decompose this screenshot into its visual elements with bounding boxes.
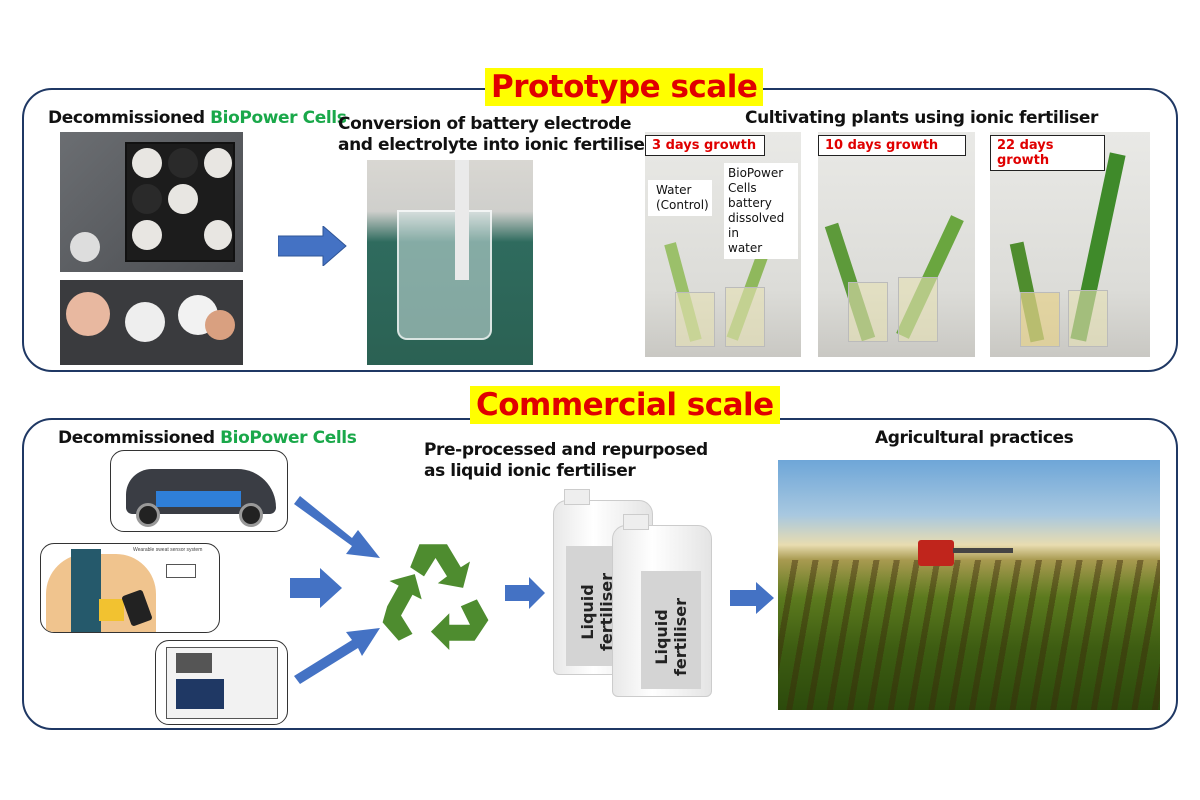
commercial-decommissioned-label: Decommissioned BioPower Cells <box>58 428 357 449</box>
label-highlight: BioPower Cells <box>220 428 357 448</box>
control-note: Water (Control) <box>648 180 712 216</box>
conversion-line2: and electrolyte into ionic fertiliser <box>338 135 653 155</box>
cultivating-label: Cultivating plants using ionic fertilise… <box>745 108 1099 128</box>
growth-tag-3-days: 3 days growth <box>645 135 765 156</box>
biopower-cells-board-photo <box>60 132 243 272</box>
prototype-title: Prototype scale <box>485 68 764 106</box>
recycle-arrows-svg <box>290 496 380 684</box>
commercial-title: Commercial scale <box>470 386 780 424</box>
beaker-photo <box>367 160 533 365</box>
agricultural-label: Agricultural practices <box>875 428 1074 448</box>
prototype-decommissioned-label: Decommissioned BioPower Cells <box>48 108 347 129</box>
label-prefix: Decommissioned <box>58 428 221 448</box>
battery-note: BioPower Cells battery dissolved in wate… <box>724 163 798 259</box>
arrow-to-jugs-icon <box>505 577 545 609</box>
conversion-label: Conversion of battery electrode and elec… <box>338 114 653 156</box>
container-battery-image <box>155 640 288 725</box>
arrow-right-icon <box>278 226 347 266</box>
wearable-caption: Wearable sweat sensor system <box>133 547 203 553</box>
jug-label-front: Liquid fertiliser <box>652 597 690 677</box>
jug-label-back: Liquid fertiliser <box>578 572 616 652</box>
label-highlight: BioPower Cells <box>210 108 347 128</box>
conversion-line1: Conversion of battery electrode <box>338 114 632 134</box>
agricultural-field-photo <box>778 460 1160 710</box>
fertiliser-jug-front: Liquid fertiliser <box>612 514 712 697</box>
growth-tag-10-days: 10 days growth <box>818 135 966 156</box>
arrow-from-wearable-icon <box>290 568 342 608</box>
wearable-sensor-image: Wearable sweat sensor system <box>40 543 220 633</box>
preprocessed-label: Pre-processed and repurposed as liquid i… <box>424 440 708 482</box>
arrow-to-field-icon <box>730 582 774 614</box>
label-prefix: Decommissioned <box>48 108 211 128</box>
plants-10-days-photo <box>818 132 975 357</box>
biopower-cells-disassembled-photo <box>60 280 243 365</box>
arrow-from-container-icon <box>294 628 380 684</box>
preprocessed-line1: Pre-processed and repurposed <box>424 440 708 460</box>
arrow-from-car-icon <box>294 496 380 558</box>
preprocessed-line2: as liquid ionic fertiliser <box>424 461 636 481</box>
growth-tag-22-days: 22 days growth <box>990 135 1105 171</box>
electric-car-image <box>110 450 288 532</box>
recycle-icon <box>382 544 489 650</box>
